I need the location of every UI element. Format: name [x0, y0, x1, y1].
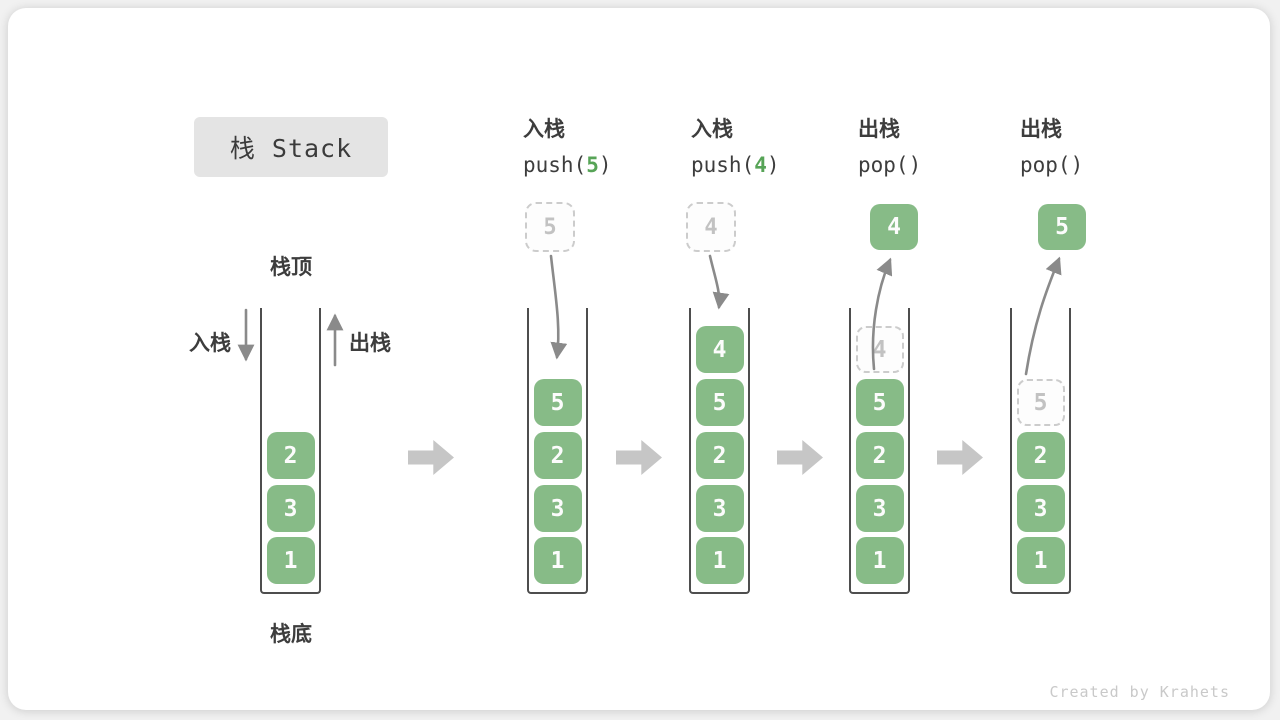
step-code-text: )	[598, 153, 612, 177]
step-code-arg: 5	[586, 153, 599, 177]
step-label-push-5: 入栈 push(5)	[523, 113, 612, 177]
float-cell-ghost: 5	[525, 202, 575, 252]
step-code-text: )	[1070, 153, 1084, 177]
push-4-arrow-icon	[708, 254, 730, 310]
stack-cell: 2	[855, 432, 904, 479]
step-arrow-icon	[616, 440, 662, 475]
pop-side-label: 出栈	[349, 332, 391, 355]
step-label-pop-5: 出栈 pop()	[1020, 113, 1083, 177]
stack-cell-ghost: 4	[855, 326, 904, 373]
push-side-label: 入栈	[189, 332, 231, 355]
step-label-pop-4: 出栈 pop()	[858, 113, 921, 177]
step-code: push(5)	[523, 153, 612, 177]
stack-cell: 2	[695, 432, 744, 479]
stack-cell: 2	[533, 432, 582, 479]
step-arrow-icon	[937, 440, 983, 475]
stack-cell: 5	[695, 379, 744, 426]
stack-container-2: 5 2 3 1	[527, 308, 588, 594]
step-code: push(4)	[691, 153, 780, 177]
step-action: 出栈	[1020, 118, 1062, 141]
float-cell-solid: 4	[870, 204, 918, 250]
stack-cell: 5	[855, 379, 904, 426]
step-action: 入栈	[523, 118, 565, 141]
stack-cell: 3	[695, 485, 744, 532]
stack-cell: 1	[266, 537, 315, 584]
step-code-text: )	[766, 153, 780, 177]
stack-cell: 3	[1016, 485, 1065, 532]
step-code: pop()	[1020, 153, 1083, 177]
step-label-push-4: 入栈 push(4)	[691, 113, 780, 177]
stack-cell: 4	[695, 326, 744, 373]
stack-cell: 1	[533, 537, 582, 584]
stack-cell: 2	[266, 432, 315, 479]
arrows-layer	[237, 254, 1062, 376]
stack-top-label: 栈顶	[270, 256, 312, 279]
step-code: pop()	[858, 153, 921, 177]
float-cell-ghost: 4	[686, 202, 736, 252]
stack-container-5: 5 2 3 1	[1010, 308, 1071, 594]
stack-cell: 1	[1016, 537, 1065, 584]
title-box: 栈 Stack	[194, 117, 388, 177]
stack-container-3: 4 5 2 3 1	[689, 308, 750, 594]
float-cell-solid: 5	[1038, 204, 1086, 250]
step-action: 出栈	[858, 118, 900, 141]
stack-cell: 3	[533, 485, 582, 532]
step-code-text: push(	[691, 153, 755, 177]
step-code-text: push(	[523, 153, 587, 177]
stack-bottom-label: 栈底	[270, 623, 312, 646]
page-title: 栈 Stack	[229, 134, 353, 163]
step-code-text: pop(	[858, 153, 909, 177]
stack-cell-ghost: 5	[1016, 379, 1065, 426]
stack-cell: 1	[855, 537, 904, 584]
stack-container-1: 2 3 1	[260, 308, 321, 594]
step-code-arg: 4	[754, 153, 767, 177]
stack-cell: 1	[695, 537, 744, 584]
step-code-text: )	[908, 153, 922, 177]
stack-container-4: 4 5 2 3 1	[849, 308, 910, 594]
step-arrow-icon	[408, 440, 454, 475]
stack-cell: 5	[533, 379, 582, 426]
step-action: 入栈	[691, 118, 733, 141]
stack-cell: 2	[1016, 432, 1065, 479]
step-arrow-icon	[777, 440, 823, 475]
stack-cell: 3	[855, 485, 904, 532]
step-code-text: pop(	[1020, 153, 1071, 177]
diagram-card: 栈 Stack 入栈 push(5) 入栈 push(4) 出栈 pop() 出…	[8, 8, 1270, 710]
watermark: Created by Krahets	[1049, 683, 1230, 701]
stack-cell: 3	[266, 485, 315, 532]
